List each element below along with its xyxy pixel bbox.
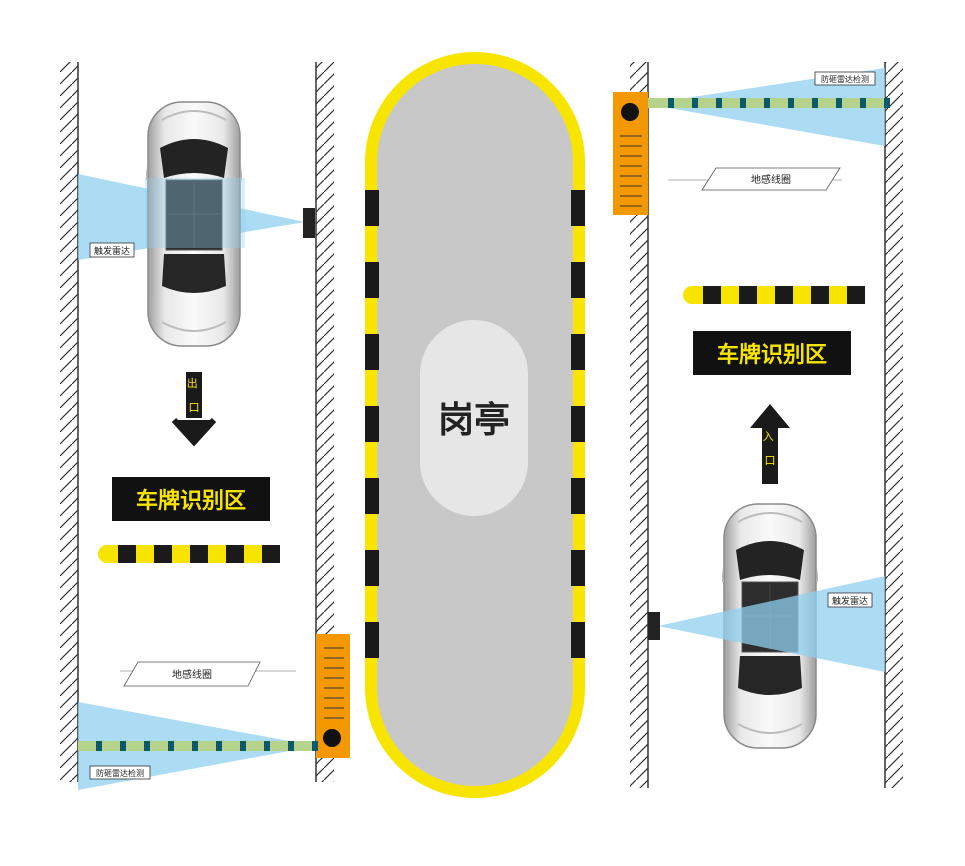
- bump-stripe: [154, 545, 172, 563]
- curb-stripe: [571, 406, 585, 442]
- bump-stripe: [262, 545, 280, 563]
- loop-marker: [764, 98, 770, 108]
- exit-direction-label: 出: [187, 376, 198, 390]
- curb-stripe: [571, 190, 585, 226]
- exit-trigger-radar-label: 触发雷达: [94, 245, 130, 257]
- exit-lane-right-wall: [316, 62, 334, 782]
- exit-barrier-gate: [316, 634, 350, 758]
- entry-trigger-radar-tag: [827, 592, 873, 608]
- loop-marker: [668, 98, 674, 108]
- entry-direction-arrow: 入 口: [750, 404, 790, 484]
- loop-marker: [144, 741, 150, 751]
- entry-trigger-radar-sensor: [648, 612, 660, 640]
- entry-lane-left-wall: [630, 62, 648, 788]
- loop-marker: [120, 741, 126, 751]
- entry-plate-zone-label: 车牌识别区: [717, 342, 827, 368]
- curb-stripe: [365, 478, 379, 514]
- arrow-up-icon: [750, 404, 790, 428]
- loop-marker: [788, 98, 794, 108]
- svg-text:出 口: 出 口: [187, 376, 202, 414]
- curb-stripe: [571, 478, 585, 514]
- curb-stripe: [365, 406, 379, 442]
- curb-stripe: [571, 550, 585, 586]
- booth-island: 岗亭: [365, 52, 585, 798]
- exit-loop-tag: [123, 661, 261, 687]
- entry-loop-tag: [701, 167, 841, 191]
- entry-lane: [630, 62, 903, 788]
- exit-barrier-pivot: [323, 729, 341, 747]
- loop-marker: [264, 741, 270, 751]
- entry-plate-zone-box: [693, 331, 851, 375]
- bump-stripe: [226, 545, 244, 563]
- svg-text:入 口: 入 口: [763, 430, 778, 467]
- loop-marker: [836, 98, 842, 108]
- bump-stripe: [775, 286, 793, 304]
- loop-marker: [240, 741, 246, 751]
- bump-stripe: [811, 286, 829, 304]
- curb-stripe: [571, 622, 585, 658]
- loop-marker: [168, 741, 174, 751]
- loop-marker: [716, 98, 722, 108]
- loop-marker: [288, 741, 294, 751]
- arrow-down-icon: [174, 420, 214, 446]
- loop-marker: [860, 98, 866, 108]
- entry-loop-label: 地感线圈: [751, 173, 791, 186]
- curb-stripe: [365, 622, 379, 658]
- entry-lane-right-wall: [885, 62, 903, 788]
- loop-marker: [96, 741, 102, 751]
- curb-stripe: [571, 334, 585, 370]
- booth-label: 岗亭: [438, 400, 510, 441]
- booth: [420, 320, 528, 516]
- bump-stripe: [739, 286, 757, 304]
- booth-curb-stripes: [365, 190, 585, 658]
- exit-speed-bump: [98, 545, 280, 563]
- loop-marker: [312, 741, 318, 751]
- bump-stripe: [118, 545, 136, 563]
- entry-anti-smash-tag: [814, 71, 876, 86]
- bump-stripe: [703, 286, 721, 304]
- entry-speed-bump: [683, 286, 865, 304]
- loop-marker: [192, 741, 198, 751]
- entry-anti-smash-label: 防砸雷达检测: [821, 74, 869, 84]
- entry-direction-label: 入: [763, 430, 774, 443]
- entry-barrier-pivot: [621, 103, 639, 121]
- exit-anti-smash-tag: [89, 765, 151, 780]
- curb-stripe: [365, 550, 379, 586]
- entry-trigger-radar-label: 触发雷达: [832, 595, 868, 607]
- entry-barrier-gate: [613, 92, 648, 215]
- curb-stripe: [365, 190, 379, 226]
- loop-marker: [884, 98, 890, 108]
- curb-stripe: [571, 262, 585, 298]
- exit-trigger-radar-sensor: [303, 208, 315, 238]
- loop-marker: [740, 98, 746, 108]
- exit-lane-left-wall: [60, 62, 78, 782]
- exit-anti-smash-label: 防砸雷达检测: [96, 768, 144, 778]
- curb-stripe: [365, 262, 379, 298]
- loop-marker: [812, 98, 818, 108]
- curb-stripe: [365, 334, 379, 370]
- bump-stripe: [190, 545, 208, 563]
- exit-direction-arrow: 出 口: [171, 372, 217, 447]
- exit-trigger-radar-tag: [89, 242, 135, 258]
- bump-stripe: [847, 286, 865, 304]
- exit-plate-zone-box: [112, 477, 270, 521]
- exit-plate-zone-label: 车牌识别区: [136, 488, 246, 514]
- loop-marker: [692, 98, 698, 108]
- loop-marker: [216, 741, 222, 751]
- exit-loop-label: 地感线圈: [172, 668, 212, 681]
